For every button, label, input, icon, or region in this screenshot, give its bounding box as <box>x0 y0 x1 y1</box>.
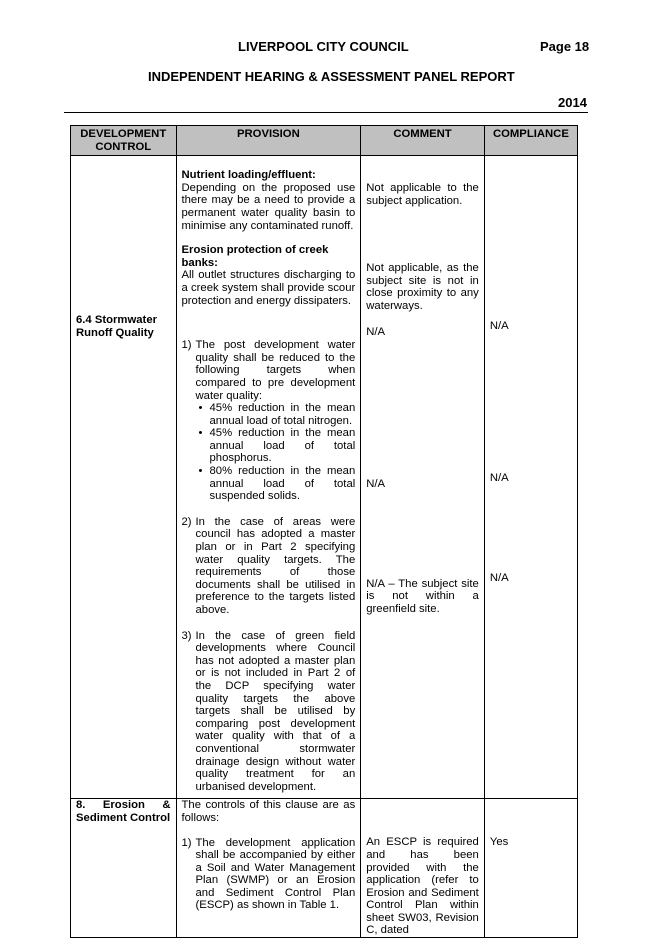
bullet-list: 45% reduction in the mean annual load of… <box>196 402 356 503</box>
column-header-compliance: COMPLIANCE <box>483 124 579 157</box>
compliance-text: N/A <box>489 320 509 333</box>
page-number: Page 18 <box>540 39 590 54</box>
list-item: 1) The development application shall be … <box>182 837 356 913</box>
provision-text: The development application shall be acc… <box>195 836 356 912</box>
compliance-text: Yes <box>489 836 509 849</box>
table-row: 6.4 Stormwater Runoff Quality Nutrient l… <box>70 155 579 800</box>
bullet-item: 45% reduction in the mean annual load of… <box>199 427 356 465</box>
comment-text: N/A <box>366 325 386 338</box>
comment-text: An ESCP is required and has been provide… <box>366 836 479 937</box>
column-header-provision: PROVISION <box>175 124 362 157</box>
table-row: 8. Erosion & Sediment Control The contro… <box>70 798 579 938</box>
bullet-item: 45% reduction in the mean annual load of… <box>199 402 356 427</box>
provision-text: In the case of green field developments … <box>195 629 356 793</box>
bullet-item: 80% reduction in the mean annual load of… <box>199 465 356 503</box>
assessment-table: DEVELOPMENT CONTROL PROVISION COMMENT CO… <box>70 124 579 938</box>
list-item: 3) In the case of green field developmen… <box>182 630 356 794</box>
council-name: LIVERPOOL CITY COUNCIL <box>238 39 409 54</box>
item-number: 3) <box>181 629 192 642</box>
provision-text: All outlet structures discharging to a c… <box>181 269 356 307</box>
comment-text: N/A <box>366 477 386 490</box>
list-item: 2) In the case of areas were council has… <box>182 516 356 617</box>
table-header-row: DEVELOPMENT CONTROL PROVISION COMMENT CO… <box>70 124 579 157</box>
item-number: 2) <box>181 515 192 528</box>
report-year: 2014 <box>558 95 587 110</box>
provision-cell: Nutrient loading/effluent: Depending on … <box>175 155 362 800</box>
provision-text: The post development water quality shall… <box>195 339 356 402</box>
provision-text: In the case of areas were council has ad… <box>195 515 356 616</box>
control-label: 8. Erosion & Sediment Control <box>76 799 171 824</box>
list-item: 1) The post development water quality sh… <box>182 339 356 503</box>
comment-cell: Not applicable to the subject applicatio… <box>360 155 485 800</box>
control-cell: 6.4 Stormwater Runoff Quality <box>70 155 177 800</box>
column-header-comment: COMMENT <box>360 124 485 157</box>
compliance-text: N/A <box>489 472 509 485</box>
compliance-text: N/A <box>489 572 509 585</box>
provision-heading: Erosion protection of creek banks: <box>181 244 329 269</box>
comment-cell: An ESCP is required and has been provide… <box>360 798 485 938</box>
item-number: 1) <box>181 836 192 849</box>
comment-text: N/A – The subject site is not within a g… <box>366 577 479 615</box>
provision-text: The controls of this clause are as follo… <box>181 799 356 824</box>
provision-heading: Nutrient loading/effluent: <box>181 169 316 182</box>
provision-text: Depending on the proposed use there may … <box>181 181 356 232</box>
header-rule <box>64 112 588 113</box>
control-cell: 8. Erosion & Sediment Control <box>70 798 177 938</box>
compliance-cell: N/A N/A N/A <box>483 155 579 800</box>
comment-text: Not applicable, as the subject site is n… <box>366 262 479 312</box>
comment-text: Not applicable to the subject applicatio… <box>366 182 479 207</box>
report-title: INDEPENDENT HEARING & ASSESSMENT PANEL R… <box>148 69 515 84</box>
column-header-control: DEVELOPMENT CONTROL <box>70 124 177 157</box>
provision-cell: The controls of this clause are as follo… <box>175 798 362 938</box>
compliance-cell: Yes <box>483 798 579 938</box>
control-label: 6.4 Stormwater Runoff Quality <box>76 314 157 339</box>
item-number: 1) <box>181 339 192 352</box>
